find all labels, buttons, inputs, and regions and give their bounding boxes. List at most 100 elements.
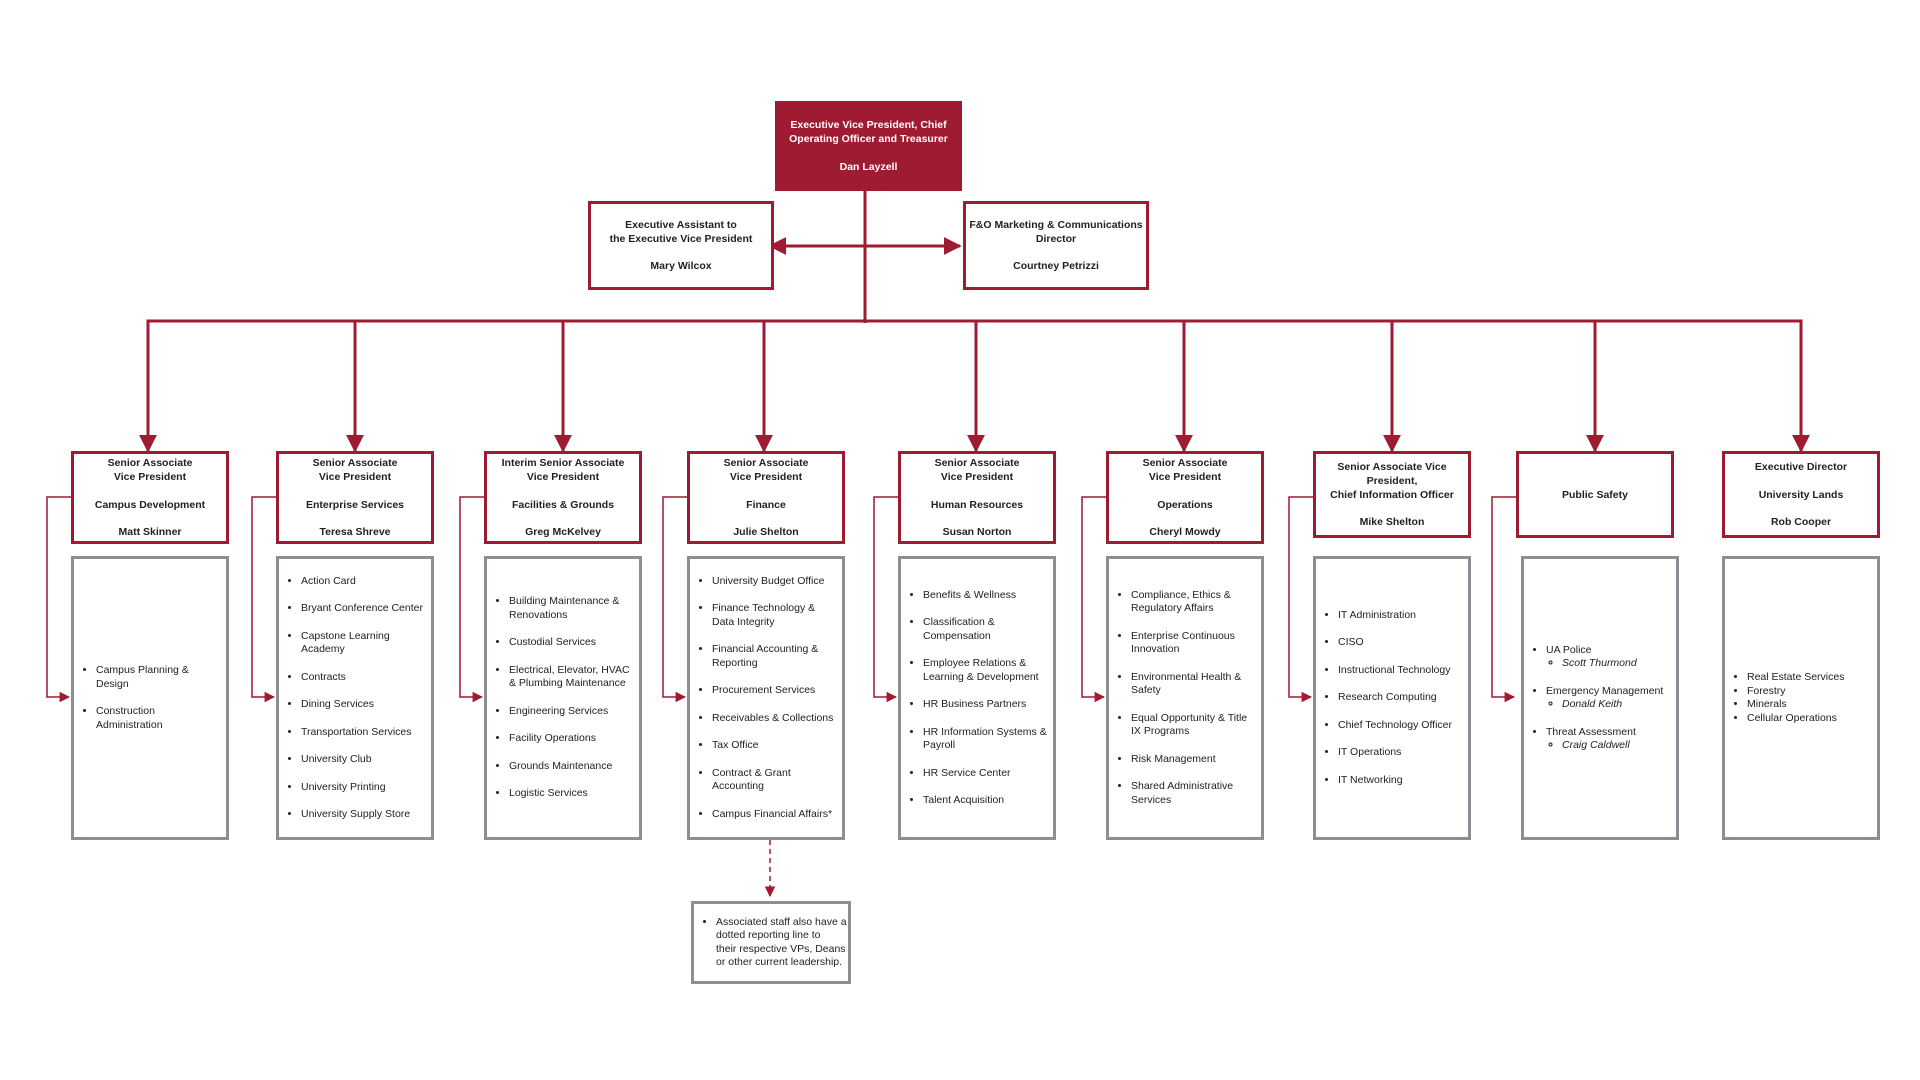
list-item: Contracts xyxy=(301,671,425,685)
list-item: UA Police Scott Thurmond xyxy=(1546,644,1670,671)
list-item: University Supply Store xyxy=(301,808,425,822)
list-item: Engineering Services xyxy=(509,705,633,719)
list-item: Construction Administration xyxy=(96,705,220,732)
unit-title: Senior Associate xyxy=(312,457,398,469)
unit-list-public-safety: UA Police Scott Thurmond Emergency Manag… xyxy=(1521,556,1679,840)
list-item: Forestry xyxy=(1747,685,1871,699)
list-item: Cellular Operations xyxy=(1747,712,1871,726)
unit-title: Vice President xyxy=(729,471,803,483)
list-item: Capstone Learning Academy xyxy=(301,630,425,657)
marketing-director-box: F&O Marketing & Communications Director … xyxy=(963,201,1149,290)
unit-title: Vice President xyxy=(113,471,187,483)
unit-header-facilities-grounds: Interim Senior Associate Vice President … xyxy=(484,451,642,544)
unit-leader: Susan Norton xyxy=(942,526,1012,538)
list-item: CISO xyxy=(1338,636,1462,650)
list-item-label: Threat Assessment xyxy=(1546,725,1636,738)
list-item: Receivables & Collections xyxy=(712,712,836,726)
unit-title: Vice President xyxy=(318,471,392,483)
list-item: Equal Opportunity & Title IX Programs xyxy=(1131,712,1255,739)
list-item: Compliance, Ethics & Regulatory Affairs xyxy=(1131,589,1255,616)
list-item: Contract & Grant Accounting xyxy=(712,767,836,794)
unit-title: Vice President xyxy=(526,471,600,483)
footnote-line: dotted reporting line to xyxy=(716,929,821,941)
evp-title: Executive Vice President, Chief xyxy=(790,119,947,132)
marketing-director-name: Courtney Petrizzi xyxy=(1013,260,1099,273)
unit-header-university-lands: Executive Director University Lands Rob … xyxy=(1722,451,1880,538)
unit-header-campus-development: Senior Associate Vice President Campus D… xyxy=(71,451,229,544)
unit-leader: Matt Skinner xyxy=(118,526,182,538)
unit-list-finance: University Budget Office Finance Technol… xyxy=(687,556,845,840)
exec-assistant-title: the Executive Vice President xyxy=(609,232,753,245)
list-item-label: Emergency Management xyxy=(1546,684,1664,697)
list-item: Bryant Conference Center xyxy=(301,602,425,616)
footnote-line: or other current leadership. xyxy=(716,956,843,968)
list-item-lead: Craig Caldwell xyxy=(1562,739,1670,753)
unit-header-operations: Senior Associate Vice President Operatio… xyxy=(1106,451,1264,544)
list-item: Minerals xyxy=(1747,698,1871,712)
unit-name: Operations xyxy=(1157,498,1213,511)
evp-title: Operating Officer and Treasurer xyxy=(789,133,948,146)
list-item: Employee Relations & Learning & Developm… xyxy=(923,657,1047,684)
unit-title: Interim Senior Associate xyxy=(501,457,625,469)
evp-name: Dan Layzell xyxy=(839,160,898,173)
unit-title: Senior Associate Vice xyxy=(1337,460,1447,473)
unit-leader: Teresa Shreve xyxy=(319,526,391,538)
list-item: Environmental Health & Safety xyxy=(1131,671,1255,698)
list-item: Grounds Maintenance xyxy=(509,760,633,774)
list-item: Campus Planning & Design xyxy=(96,664,220,691)
list-item: Enterprise Continuous Innovation xyxy=(1131,630,1255,657)
unit-name: Facilities & Grounds xyxy=(511,498,615,511)
list-item: University Printing xyxy=(301,781,425,795)
unit-list-campus-development: Campus Planning & Design Construction Ad… xyxy=(71,556,229,840)
list-item: Real Estate Services xyxy=(1747,671,1871,685)
list-item: Emergency Management Donald Keith xyxy=(1546,685,1670,712)
marketing-director-title: F&O Marketing & Communications xyxy=(969,218,1143,231)
list-item: Facility Operations xyxy=(509,732,633,746)
unit-name: Finance xyxy=(746,498,786,511)
unit-header-enterprise-services: Senior Associate Vice President Enterpri… xyxy=(276,451,434,544)
list-item: Transportation Services xyxy=(301,726,425,740)
list-item: Tax Office xyxy=(712,739,836,753)
unit-title: Vice President xyxy=(1148,471,1222,483)
unit-header-human-resources: Senior Associate Vice President Human Re… xyxy=(898,451,1056,544)
unit-list-facilities-grounds: Building Maintenance & Renovations Custo… xyxy=(484,556,642,840)
list-item: Logistic Services xyxy=(509,787,633,801)
list-item: Shared Administrative Services xyxy=(1131,780,1255,807)
list-item: IT Networking xyxy=(1338,774,1462,788)
list-item: Electrical, Elevator, HVAC & Plumbing Ma… xyxy=(509,664,633,691)
unit-title: Vice President xyxy=(940,471,1014,483)
exec-assistant-box: Executive Assistant to the Executive Vic… xyxy=(588,201,774,290)
unit-leader: Greg McKelvey xyxy=(525,526,601,538)
list-item: Action Card xyxy=(301,575,425,589)
list-item: HR Information Systems & Payroll xyxy=(923,726,1047,753)
unit-title: President, xyxy=(1366,474,1418,487)
unit-leader: Mike Shelton xyxy=(1359,516,1425,529)
unit-leader: Cheryl Mowdy xyxy=(1149,526,1221,538)
unit-leader: Rob Cooper xyxy=(1770,516,1832,528)
list-item-lead: Donald Keith xyxy=(1562,698,1670,712)
list-item: Benefits & Wellness xyxy=(923,589,1047,603)
list-item: HR Service Center xyxy=(923,767,1047,781)
list-item: University Club xyxy=(301,753,425,767)
footnote-text: Associated staff also have a dotted repo… xyxy=(716,916,847,970)
list-item: Threat Assessment Craig Caldwell xyxy=(1546,726,1670,753)
list-item: Financial Accounting & Reporting xyxy=(712,643,836,670)
unit-title: Senior Associate xyxy=(107,457,193,469)
list-item: Risk Management xyxy=(1131,753,1255,767)
unit-list-enterprise-services: Action Card Bryant Conference Center Cap… xyxy=(276,556,434,840)
list-item: Classification & Compensation xyxy=(923,616,1047,643)
list-item: Dining Services xyxy=(301,698,425,712)
unit-list-university-lands: Real Estate Services Forestry Minerals C… xyxy=(1722,556,1880,840)
unit-title: Chief Information Officer xyxy=(1330,488,1454,501)
list-item: Finance Technology & Data Integrity xyxy=(712,602,836,629)
unit-title: Senior Associate xyxy=(723,457,809,469)
unit-list-operations: Compliance, Ethics & Regulatory Affairs … xyxy=(1106,556,1264,840)
list-item: Custodial Services xyxy=(509,636,633,650)
list-item: University Budget Office xyxy=(712,575,836,589)
list-item: HR Business Partners xyxy=(923,698,1047,712)
unit-list-human-resources: Benefits & Wellness Classification & Com… xyxy=(898,556,1056,840)
list-item: Talent Acquisition xyxy=(923,794,1047,808)
evp-box: Executive Vice President, Chief Operatin… xyxy=(775,101,962,191)
list-item: IT Administration xyxy=(1338,609,1462,623)
